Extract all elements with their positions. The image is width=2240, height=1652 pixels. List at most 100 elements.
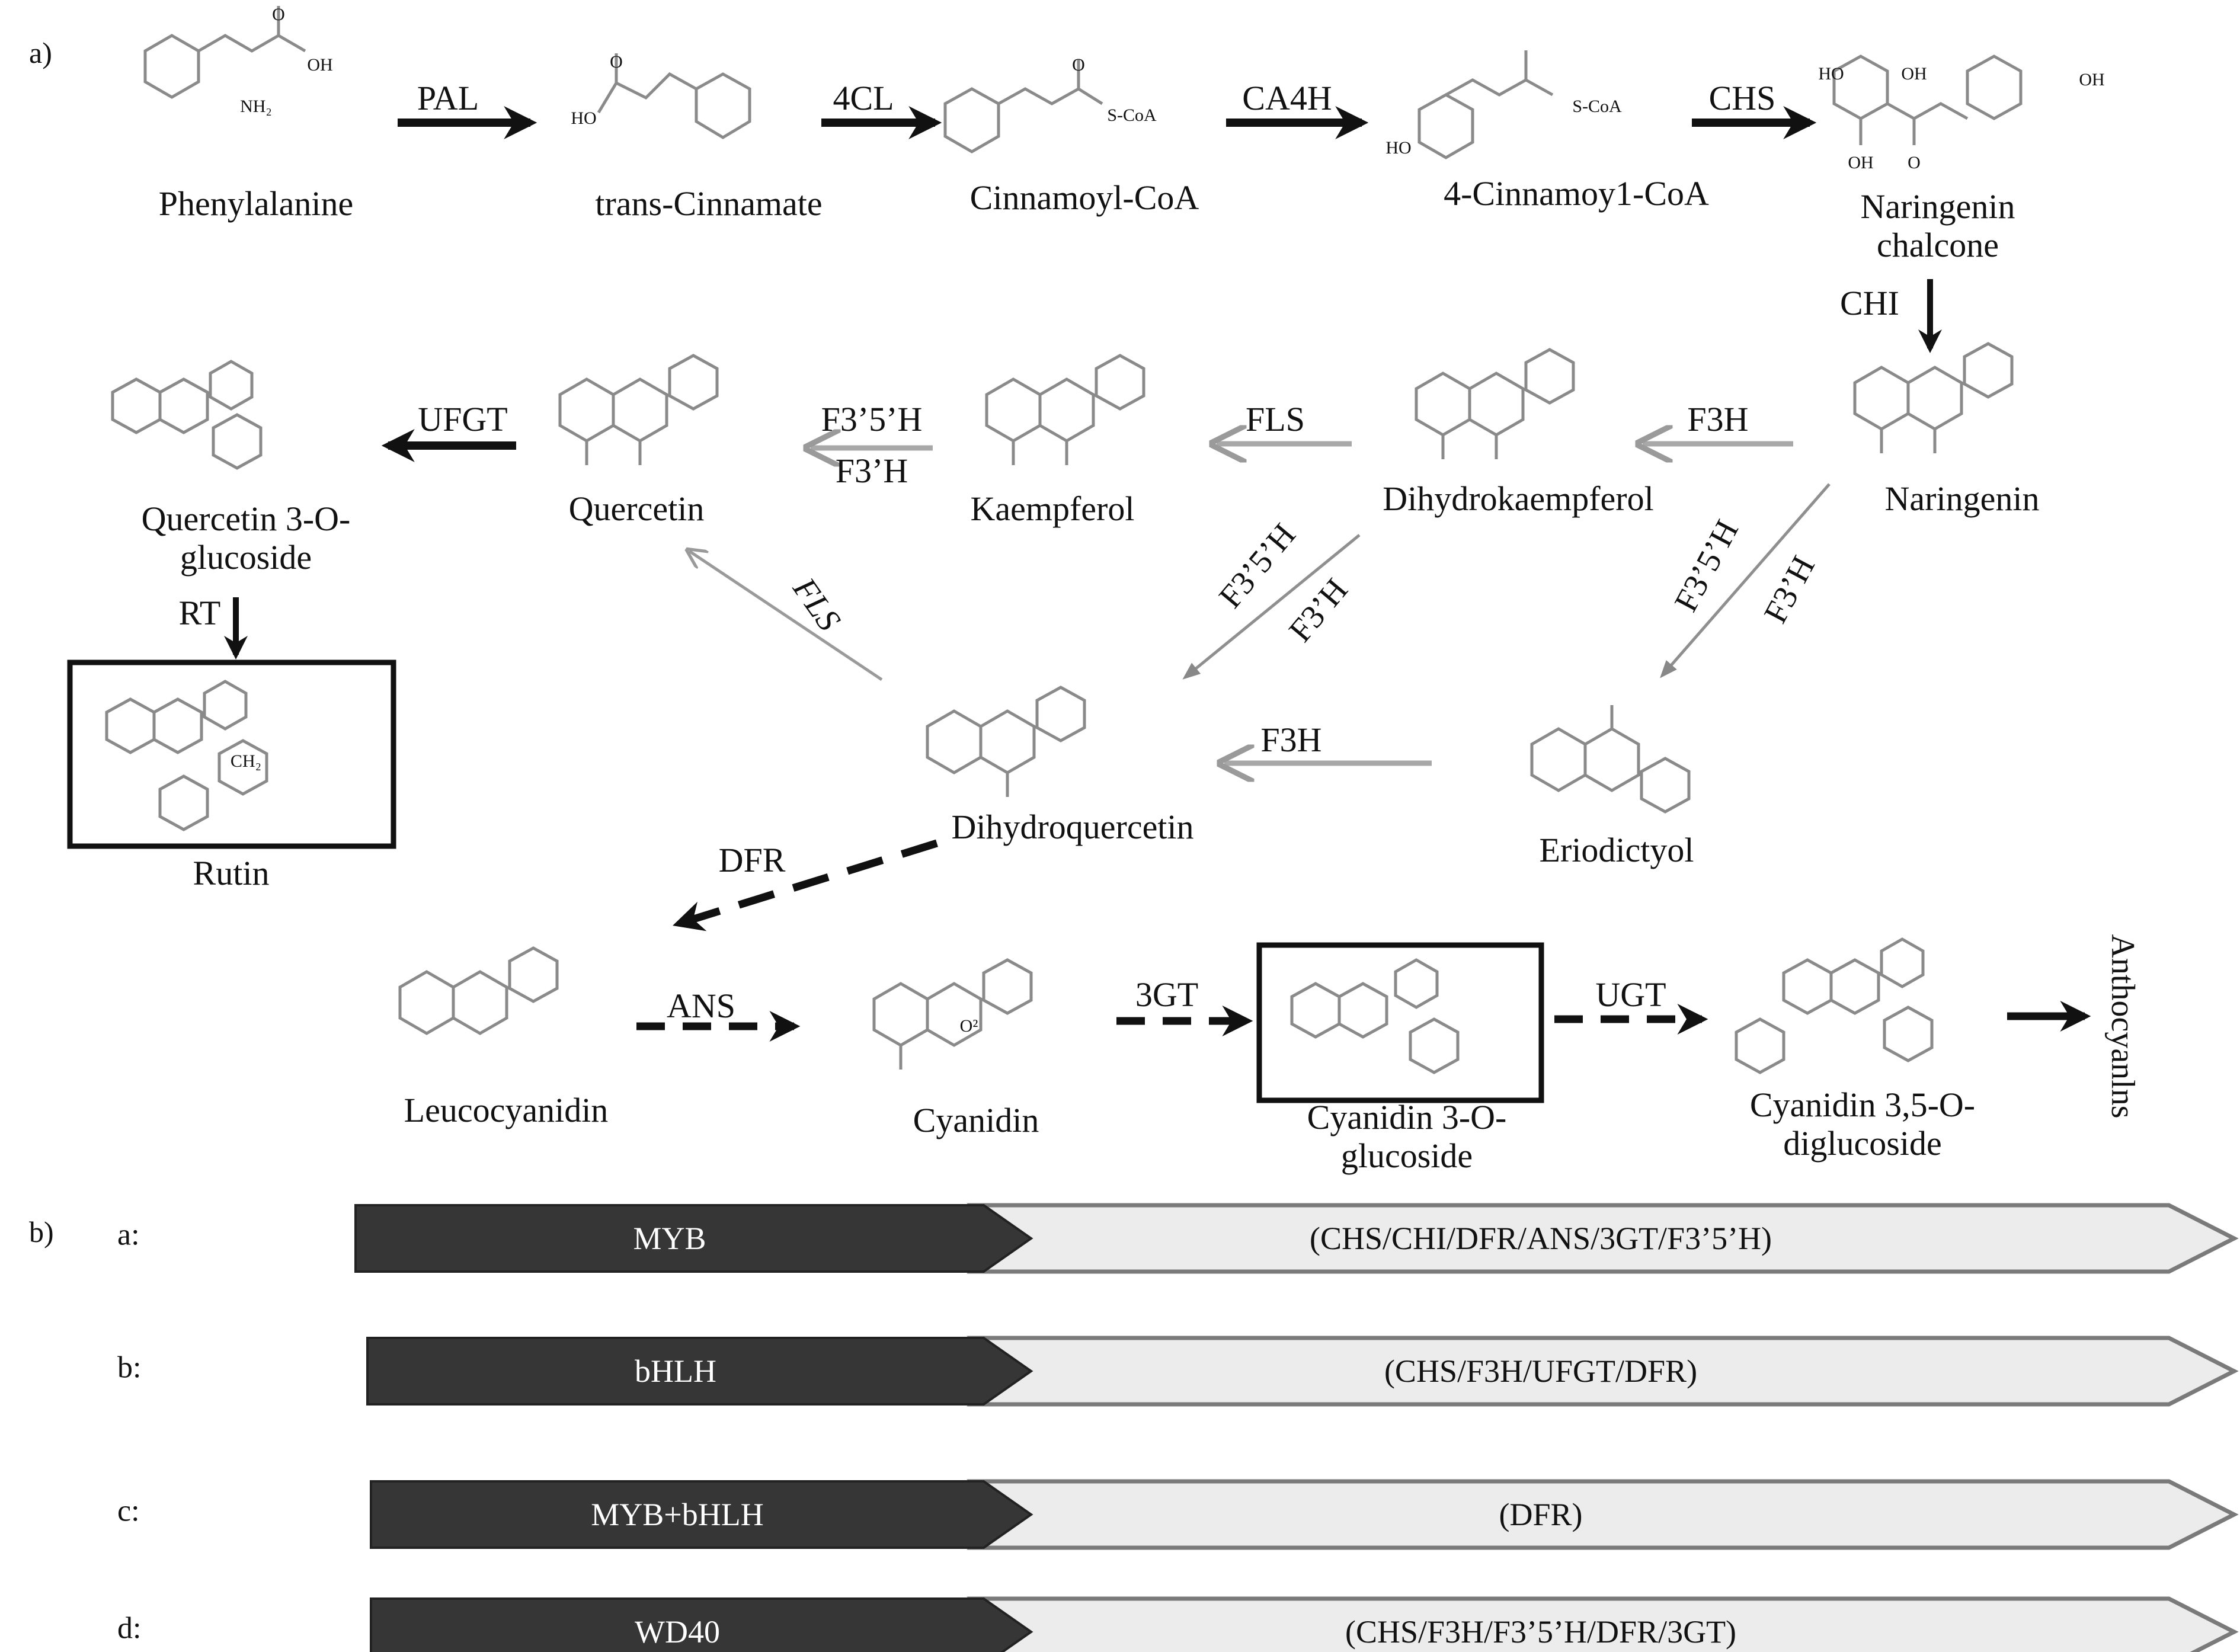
- atom-oh: OH: [1901, 64, 1927, 84]
- cinnamate-chain: [597, 72, 697, 114]
- compound-cinnamoyl-coa: Cinnamoyl-CoA: [969, 178, 1199, 217]
- transcription-factor-label: bHLH: [635, 1353, 716, 1389]
- atom-ho: HO: [571, 108, 597, 128]
- enzyme-f3-5-h: F3’5’H: [821, 400, 923, 438]
- dihydroquercetin-structure: [926, 686, 1086, 797]
- kaempferol-structure: [985, 354, 1145, 465]
- compound-cyanidin-3-o-glucoside: Cyanidin 3-O- glucoside: [1307, 1098, 1507, 1176]
- quercetin-glucoside-structure: [111, 360, 263, 470]
- name-line-1: Cyanidin 3,5-O-: [1749, 1086, 1976, 1125]
- enzyme-3gt: 3GT: [1135, 975, 1199, 1014]
- enzyme-chi: CHI: [1840, 284, 1899, 322]
- atom-o: O: [610, 52, 623, 72]
- enzyme-ans: ANS: [666, 987, 736, 1025]
- transcription-factor-arrow: [370, 1597, 1033, 1652]
- name-line-2: diglucoside: [1783, 1124, 1942, 1163]
- compound-cyanidin-35-o-diglucoside: Cyanidin 3,5-O- diglucoside: [1750, 1086, 1975, 1163]
- atom-o2: O²: [959, 1016, 978, 1036]
- name-line-2: chalcone: [1876, 226, 1999, 264]
- rutin-highlight-box: [67, 659, 396, 849]
- enzyme-f3-h: F3’H: [835, 452, 908, 490]
- enzyme-pal: PAL: [417, 79, 479, 117]
- transcription-factor-arrow: [366, 1337, 1033, 1406]
- rutin-structure: [105, 680, 268, 831]
- atom-oh: OH: [1848, 153, 1874, 172]
- enzyme-fls: FLS: [1246, 400, 1305, 438]
- eriodictyol-structure: [1530, 705, 1691, 814]
- atom-oh: OH: [307, 55, 333, 75]
- atom-o: O: [1072, 55, 1085, 75]
- atom-nh2: NH₂: [240, 97, 272, 116]
- atom-o: O: [1908, 153, 1921, 172]
- atom-ch2: CH₂: [230, 751, 262, 771]
- name-line-1: Cyanidin 3-O-: [1307, 1098, 1507, 1137]
- name-line-1: Naringenin: [1860, 187, 2015, 226]
- transcription-factor-arrow: [370, 1480, 1033, 1549]
- name-line-2: glucoside: [1340, 1136, 1473, 1175]
- coumaroyl-ring: [1417, 93, 1474, 159]
- name-line-1: Quercetin 3-O-: [141, 500, 351, 539]
- cyanidin-diglucoside-structure: [1735, 937, 1934, 1074]
- enzyme-ca4h: CA4H: [1242, 79, 1332, 117]
- target-genes-label: (CHS/CHI/DFR/ANS/3GT/F3’5’H): [1309, 1221, 1772, 1256]
- compound-naringenin: Naringenin: [1884, 479, 2040, 518]
- panel-label-a: a): [29, 36, 52, 69]
- dihydrokaempferol-structure: [1415, 348, 1575, 459]
- arrow-naringenin-eriodictyol: [1660, 483, 1831, 678]
- regulator-row-label: b:: [117, 1350, 142, 1385]
- cyanidin-structure: [872, 958, 1033, 1070]
- transcription-factor-arrow: [354, 1204, 1033, 1273]
- regulator-row-label: a:: [117, 1218, 140, 1252]
- compound-kaempferol: Kaempferol: [970, 489, 1135, 528]
- compound-naringenin-chalcone: Naringenin chalcone: [1860, 187, 2015, 265]
- regulator-row-label: c:: [117, 1494, 140, 1528]
- enzyme-rt: RT: [178, 594, 221, 632]
- enzyme-f3h: F3H: [1687, 400, 1749, 438]
- compound-rutin: Rutin: [193, 854, 270, 892]
- compound-trans-cinnamate: trans-Cinnamate: [595, 184, 823, 223]
- atom-o: O: [272, 5, 285, 24]
- compound-4-cinnamoyl-coa: 4-Cinnamoy1-CoA: [1444, 174, 1709, 213]
- name-line-2: glucoside: [180, 538, 312, 577]
- molecule-skeletons: [143, 6, 2023, 159]
- enzyme-f3h-eriodictyol: F3H: [1260, 721, 1322, 759]
- atom-ho: HO: [1818, 64, 1844, 84]
- compound-dihydrokaempferol: Dihydrokaempferol: [1383, 479, 1654, 518]
- arrow-fls-dihydroquercetin-quercetin: [689, 551, 883, 681]
- target-genes-label: (CHS/F3H/F3’5’H/DFR/3GT): [1345, 1614, 1737, 1650]
- compound-eriodictyol: Eriodictyol: [1539, 831, 1694, 869]
- compound-quercetin-3-o-glucoside: Quercetin 3-O- glucoside: [142, 500, 351, 577]
- cinnamate-ring: [695, 72, 751, 139]
- chalcone-ring-b: [1966, 55, 2023, 120]
- phenylalanine-chain: [197, 34, 306, 53]
- leucocyanidin-structure: [398, 946, 559, 1035]
- compound-leucocyanidin: Leucocyanidin: [404, 1091, 609, 1129]
- enzyme-ufgt: UFGT: [418, 400, 508, 438]
- compound-quercetin: Quercetin: [568, 489, 705, 528]
- enzyme-dfr: DFR: [718, 841, 786, 879]
- target-genes-label: (CHS/F3H/UFGT/DFR): [1384, 1353, 1698, 1389]
- naringenin-structure: [1853, 342, 2014, 453]
- target-genes-label: (DFR): [1499, 1497, 1583, 1532]
- regulator-row-label: d:: [117, 1611, 142, 1645]
- atom-oh: OH: [2079, 70, 2105, 89]
- cyanidin-3-glucoside-structure: [1290, 958, 1460, 1074]
- atom-scoa: S-CoA: [1107, 105, 1157, 125]
- enzyme-ugt: UGT: [1595, 975, 1666, 1014]
- cyanidin-3-glucoside-highlight-box: [1256, 942, 1544, 1103]
- arrow-dfr: [673, 839, 938, 931]
- compound-dihydroquercetin: Dihydroquercetin: [951, 808, 1194, 846]
- enzyme-4cl: 4CL: [833, 79, 894, 117]
- compound-phenylalanine: Phenylalanine: [158, 184, 354, 223]
- enzyme-chs: CHS: [1708, 79, 1776, 117]
- transcription-factor-label: WD40: [635, 1614, 720, 1650]
- transcription-factor-label: MYB: [633, 1221, 706, 1256]
- panel-label-b: b): [29, 1215, 54, 1248]
- quercetin-structure: [558, 354, 719, 465]
